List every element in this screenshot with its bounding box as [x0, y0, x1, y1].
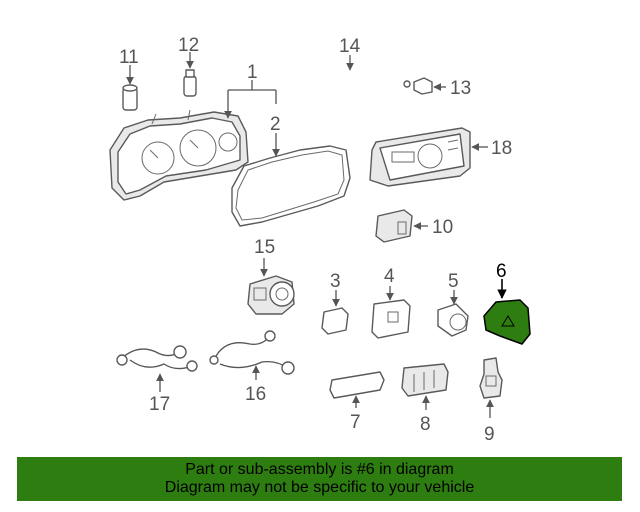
notice-line-2: Diagram may not be specific to your vehi… [164, 479, 475, 496]
callout-8[interactable]: 8 [420, 414, 431, 435]
callout-13[interactable]: 13 [450, 78, 471, 99]
part-12-bulb[interactable] [183, 69, 197, 97]
part-2-lens[interactable] [231, 145, 351, 227]
part-13-clip[interactable] [413, 77, 433, 95]
part-11-bulb[interactable] [122, 84, 138, 111]
notice-line-1: Part or sub-assembly is #6 in diagram [185, 461, 454, 478]
callout-16[interactable]: 16 [245, 384, 266, 405]
callout-4[interactable]: 4 [384, 266, 395, 287]
callout-6[interactable]: 6 [496, 261, 507, 282]
callout-10[interactable]: 10 [432, 217, 453, 238]
part-3-switch[interactable] [321, 307, 349, 335]
part-16-harness[interactable] [209, 330, 295, 375]
callout-11[interactable]: 11 [119, 47, 139, 68]
part-6-hazard-switch[interactable] [483, 299, 531, 345]
callout-9[interactable]: 9 [484, 424, 495, 445]
callout-14[interactable]: 14 [339, 36, 361, 57]
part-8-connector[interactable] [401, 363, 449, 397]
part-9-sensor[interactable] [479, 357, 503, 399]
part-18-control-panel[interactable] [369, 127, 471, 187]
callout-18[interactable]: 18 [491, 138, 512, 159]
callout-5[interactable]: 5 [448, 271, 459, 292]
callout-3[interactable]: 3 [330, 271, 341, 292]
part-5-knob[interactable] [437, 303, 469, 337]
callout-12[interactable]: 12 [178, 35, 199, 56]
part-17-harness[interactable] [116, 345, 198, 372]
callout-2[interactable]: 2 [270, 114, 281, 135]
part-7-trim[interactable] [329, 371, 385, 399]
part-4-switch[interactable] [371, 299, 411, 339]
notice-banner: Part or sub-assembly is #6 in diagram Di… [17, 457, 622, 501]
callout-7[interactable]: 7 [350, 412, 361, 433]
part-1-instrument-cluster[interactable] [109, 109, 249, 201]
part-10-switch[interactable] [375, 209, 413, 243]
callout-17[interactable]: 17 [149, 394, 170, 415]
part-15-ignition[interactable] [247, 275, 295, 315]
part-14-tube[interactable] [302, 70, 411, 118]
callout-15[interactable]: 15 [254, 237, 275, 258]
callout-1[interactable]: 1 [247, 62, 258, 83]
